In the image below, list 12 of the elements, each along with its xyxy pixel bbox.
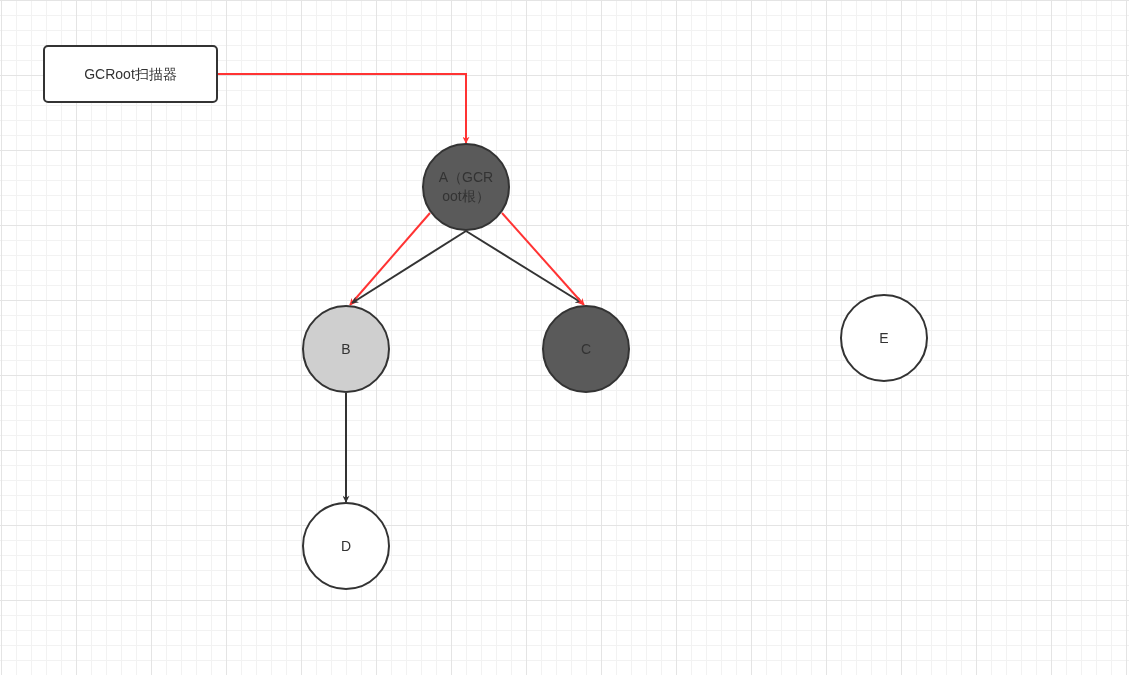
- arrow: [349, 212, 431, 306]
- object-circle: [542, 305, 630, 393]
- node-label: B: [341, 339, 351, 359]
- arrow: [217, 73, 470, 144]
- node-label: GCRoot扫描器: [84, 64, 177, 84]
- process-box: [43, 45, 218, 103]
- node-label: E: [879, 328, 889, 348]
- arrow: [351, 230, 467, 304]
- node-label: D: [340, 536, 352, 556]
- arrow: [465, 230, 583, 304]
- object-circle: [302, 305, 390, 393]
- arrow: [342, 392, 350, 503]
